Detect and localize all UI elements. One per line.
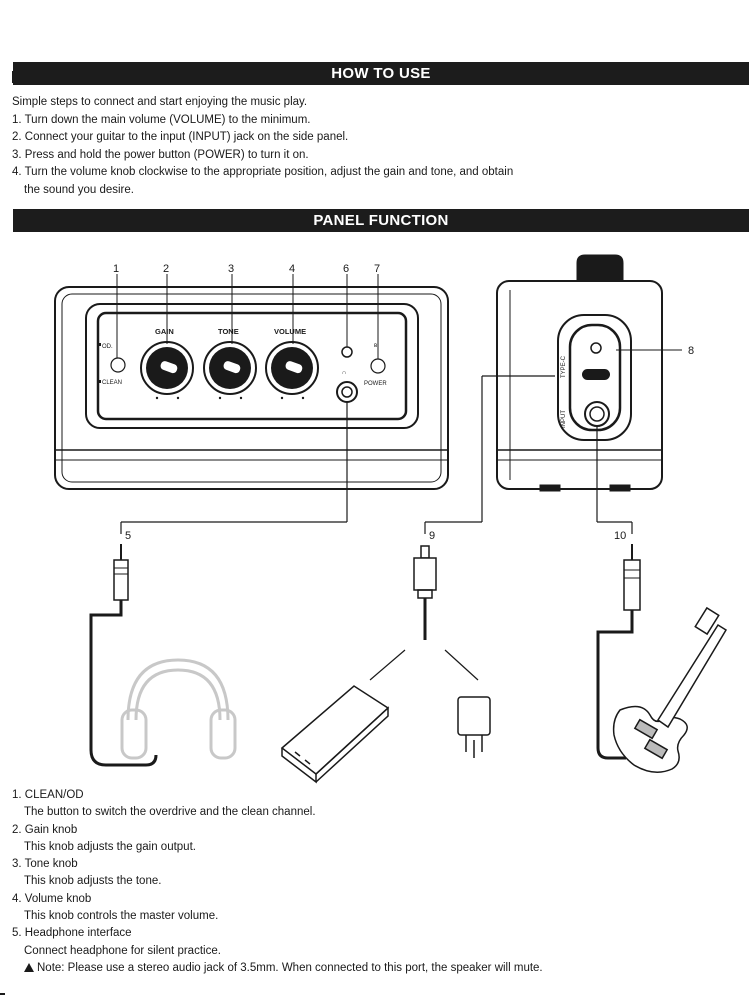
amp-front-view <box>54 286 449 490</box>
headphone-icon-drawing <box>120 658 237 760</box>
typec-port[interactable] <box>582 369 610 380</box>
headphone-plug <box>89 544 158 767</box>
callout-6: 6 <box>343 263 349 275</box>
input-jack[interactable] <box>584 401 610 427</box>
function-desc: This knob adjusts the gain output. <box>24 840 196 853</box>
headphone-jack[interactable] <box>336 381 358 403</box>
function-desc: Connect headphone for silent practice. <box>24 944 221 957</box>
margin-mark <box>12 71 13 83</box>
function-title: 1. CLEAN/OD <box>12 789 84 801</box>
side-led <box>590 342 602 354</box>
note-text: Note: Please use a stereo audio jack of … <box>37 961 543 974</box>
connection-lines <box>120 375 633 534</box>
function-list: 1. CLEAN/OD The button to switch the ove… <box>12 787 742 977</box>
callout-4: 4 <box>289 263 295 275</box>
callout-3: 3 <box>228 263 234 275</box>
callout-8: 8 <box>688 345 694 357</box>
bluetooth-icon: ʙ <box>374 343 377 349</box>
gain-knob[interactable] <box>140 341 194 395</box>
power-button[interactable] <box>370 358 386 374</box>
guitar-plug <box>596 544 641 760</box>
power-bank-icon <box>280 685 390 784</box>
how-to-use-heading: HOW TO USE <box>13 62 749 85</box>
knob-scale-dots <box>155 396 305 400</box>
function-desc: This knob adjusts the tone. <box>24 875 162 888</box>
function-title: 2. Gain knob <box>12 823 78 836</box>
step-4: 4. Turn the volume knob clockwise to the… <box>12 166 514 178</box>
panel-diagram: OD. CLEAN GAIN TONE VOLUME ∩ ʙ POWER <box>54 254 728 784</box>
headphone-icon: ∩ <box>342 370 346 376</box>
tone-knob[interactable] <box>203 341 257 395</box>
function-title: 3. Tone knob <box>12 858 78 871</box>
how-to-use-steps: Simple steps to connect and start enjoyi… <box>12 94 712 199</box>
volume-knob[interactable] <box>265 341 319 395</box>
guitar-icon <box>612 606 728 773</box>
function-title: 4. Volume knob <box>12 892 92 905</box>
step-2: 2. Connect your guitar to the input (INP… <box>12 131 349 143</box>
typec-label: TYPE-C <box>561 355 567 378</box>
power-label: POWER <box>364 381 387 387</box>
amp-side-view <box>496 254 663 492</box>
status-led <box>341 346 353 358</box>
wall-charger-icon <box>457 696 491 758</box>
clean-od-button[interactable] <box>110 357 126 373</box>
callout-5: 5 <box>125 530 131 542</box>
typec-plug <box>369 545 479 681</box>
function-desc: The button to switch the overdrive and t… <box>24 806 316 819</box>
note-line: Note: Please use a stereo audio jack of … <box>12 960 742 977</box>
clean-label: CLEAN <box>102 380 122 386</box>
intro-text: Simple steps to connect and start enjoyi… <box>12 96 308 108</box>
step-3: 3. Press and hold the power button (POWE… <box>12 148 309 161</box>
callout-1: 1 <box>113 263 119 275</box>
panel-function-heading: PANEL FUNCTION <box>13 209 749 232</box>
tone-label: TONE <box>218 327 239 336</box>
od-label: OD. <box>102 344 113 350</box>
margin-mark-bottom <box>0 993 5 995</box>
step-4-continued: the sound you desire. <box>24 183 134 196</box>
callout-lines <box>116 274 379 359</box>
function-desc: This knob controls the master volume. <box>24 910 219 923</box>
callout-2: 2 <box>163 263 169 275</box>
callout-10: 10 <box>614 530 626 542</box>
warning-icon <box>24 962 34 972</box>
step-1: 1. Turn down the main volume (VOLUME) to… <box>12 113 311 126</box>
function-title: 5. Headphone interface <box>12 927 132 940</box>
callout-7: 7 <box>374 263 380 275</box>
input-label: INPUT <box>561 410 567 428</box>
volume-label: VOLUME <box>274 327 306 336</box>
gain-label: GAIN <box>155 327 174 336</box>
callout-9: 9 <box>429 530 435 542</box>
